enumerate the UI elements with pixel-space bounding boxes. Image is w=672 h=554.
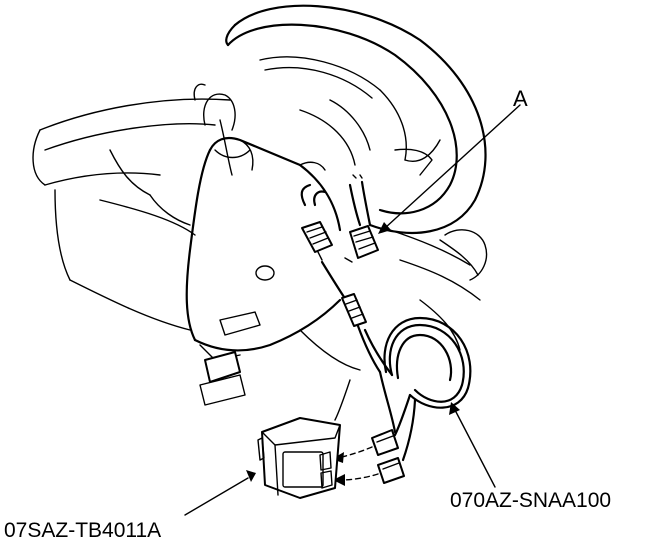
steering-column-cover [185, 83, 342, 406]
callout-label-a: A [513, 86, 528, 111]
vehicle-connector-right [344, 225, 379, 263]
callout-leaders [184, 104, 521, 516]
vehicle-harness [300, 174, 372, 227]
callout-label-harness: 070AZ-SNAA100 [450, 489, 612, 512]
dashboard-outline [32, 98, 488, 421]
callout-label-tool-unit: 07SAZ-TB4011A [4, 519, 162, 542]
tool-unit-box [257, 417, 341, 499]
steering-wheel [225, 4, 487, 235]
connection-arrows [332, 446, 379, 486]
adapter-harness [320, 260, 472, 462]
vehicle-connector-left [301, 221, 333, 261]
adapter-connectors [371, 429, 405, 484]
